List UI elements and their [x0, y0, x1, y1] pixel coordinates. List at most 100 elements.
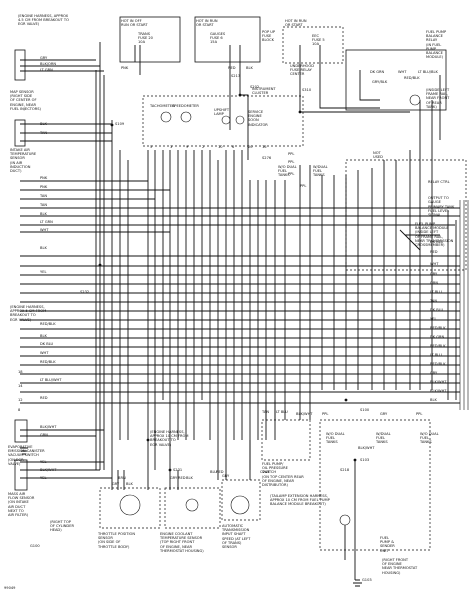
engine-harness-note3: (ENGINE HARNESS, APPROX 10 CM FROM BREAK…: [150, 430, 189, 447]
ses-indicator-label: SERVICE ENGINE SOON INDICATOR: [248, 110, 268, 127]
pin-number: 3: [170, 145, 173, 149]
bottom-wire-color: BLU: [210, 470, 217, 474]
balance-module-note: (INSIDE LEFT FRAME RAIL, NEAR FRONT OF R…: [426, 88, 450, 109]
bottom-wire-color: LT BLU: [276, 410, 288, 414]
fuel-pump-sender-label: FUEL PUMP & SENDER UNIT: [380, 536, 395, 553]
horizontal-wire-runs: [20, 59, 460, 404]
bottom-wire-color: GRY: [112, 482, 120, 486]
wo-dual-label: W/O DUAL FUEL TANKS: [326, 432, 345, 445]
bottom-wire-color: BLK: [126, 482, 133, 486]
evap-sensor-symbol: [14, 419, 28, 443]
s231-label: S231: [173, 468, 183, 472]
map-sensor-label: MAP SENSOR (RIGHT SIDE OF CENTER OF ENGI…: [10, 90, 41, 111]
right-wire-color: GRY: [430, 272, 438, 276]
right-wire-color: RED/BLK: [430, 326, 446, 330]
map-sensor-symbol: [14, 49, 26, 81]
pin-number: 8: [18, 408, 21, 412]
left-wire-color: WHT: [40, 228, 49, 232]
pin-number: 9: [186, 145, 189, 149]
speedometer-label: SPEEDOMETER: [172, 104, 199, 108]
top-wire-color: GRY/BLK: [372, 80, 388, 84]
left-wire-color: BLK: [40, 122, 47, 126]
fuel-pump-pressure-label: FUEL PUMP/ OIL PRESSURE SWITCH (ON TOP C…: [262, 462, 304, 488]
ect-box: [164, 487, 221, 529]
left-wire-color: TAN: [40, 203, 48, 207]
engine-harness-note: (ENGINE HARNESS, APPROX 4.5 CM FROM BREA…: [18, 14, 69, 27]
not-used-label: NOT USED: [373, 151, 383, 160]
bottom-wire-color: GRY: [222, 474, 230, 478]
left-wire-color: PNK: [40, 176, 48, 180]
left-wire-color: GRY: [40, 56, 48, 60]
bottom-wire-color: BLK/WHT: [358, 446, 375, 450]
pin-number: 12: [18, 398, 23, 402]
udfrc-label: UNDERHOOD FUSE-RELAY CENTER: [290, 64, 314, 77]
bottom-wire-color: PPL: [322, 412, 329, 416]
bottom-wire-color: GRY: [380, 412, 388, 416]
left-wire-color: YEL: [40, 270, 47, 274]
right-connector-bank: [459, 200, 469, 410]
s213-label: S213: [231, 74, 241, 78]
fuse-20-label: TRANS FUSE 20 10A: [138, 32, 153, 45]
evap-sensor-label: EVAPORATIVE EMISSION CANISTER VACUUM SWI…: [8, 445, 45, 466]
s202-label: S202: [250, 85, 260, 89]
top-wire-color: WHT: [398, 70, 407, 74]
top-wire-color: PNK: [121, 66, 129, 70]
top-wire-color: DK GRN: [370, 70, 385, 74]
left-wire-color: BLK: [40, 212, 47, 216]
top-wire-color: PPL: [288, 160, 295, 164]
left-wire-color: DK BLU: [40, 342, 54, 346]
right-wire-color: YEL: [430, 317, 437, 321]
primary-tank-label: PRIMARY TANK FUEL LEVEL SIGNAL: [428, 205, 455, 218]
left-wire-color: RED/BLK: [40, 322, 56, 326]
c243-label: C243: [260, 470, 270, 474]
right-wire-color: BLK: [430, 398, 437, 402]
left-wire-color: LT GRN: [40, 220, 53, 224]
tailamp-note: (TAILAMP EXTENSION HARNESS, APPROX 10 CM…: [270, 494, 330, 507]
tachometer-label: TACHOMETER: [150, 104, 175, 108]
iat-sensor-label: INTAKE AIR TEMPERATURE SENSOR (IN AIR IN…: [10, 148, 37, 174]
left-wire-color: WHT: [40, 351, 49, 355]
hot-run-start-2: HOT IN RUN OR START: [196, 19, 218, 28]
ect-label: ENGINE COOLANT TEMPERATURE SENSOR (TOP R…: [160, 532, 204, 553]
left-wire-color: BLK/WHT: [40, 425, 57, 429]
bottom-wire-color: GRY: [170, 476, 178, 480]
right-wire-color: RED/BLK: [430, 362, 446, 366]
vertical-wire-runs: [111, 100, 457, 470]
left-wire-color: YEL: [40, 476, 47, 480]
g100-label: G100: [30, 544, 40, 548]
left-wire-color: TAN: [40, 131, 48, 135]
fuse-6-label: GAUGES FUSE 6 15A: [210, 32, 226, 45]
fuse-block-label: POP UP FUSE BLOCK: [262, 30, 276, 43]
s232-label: S232: [80, 290, 90, 294]
bottom-wire-color: BLK/WHT: [296, 412, 313, 416]
left-wire-color: BLK/ORN: [40, 62, 57, 66]
instrument-cluster-box: [142, 95, 304, 147]
left-wire-color: BLK: [40, 246, 47, 250]
tiss-box: [221, 479, 261, 521]
bottom-wire-color: BRN: [118, 476, 126, 480]
w-dual-tanks-label: W/DUAL FUEL TANKS: [313, 165, 328, 178]
s276-label: S276: [262, 156, 272, 160]
bottom-wire-color: RED: [216, 470, 224, 474]
top-wire-color: RED/BLK: [404, 76, 420, 80]
g103-label: G103: [362, 578, 372, 582]
left-wire-color: GRN: [40, 433, 48, 437]
left-wire-color: LT BLU/WHT: [40, 378, 62, 382]
right-wire-color: RED/BLK: [430, 344, 446, 348]
figure-id: 99049: [4, 586, 16, 590]
relay-ctrl-label: RELAY CTRL: [428, 180, 450, 184]
right-wire-color: GRY: [430, 371, 438, 375]
bottom-wire-color: PPL: [416, 412, 423, 416]
upshift-lamp-label: UPSHIFT LAMP: [214, 108, 230, 117]
engine-harness-note2: (ENGINE HARNESS, APPROX 5 CM FROM BREAKO…: [10, 305, 47, 322]
s218-label: S218: [340, 468, 350, 472]
left-wire-color: TAN: [40, 194, 48, 198]
bottom-wire-color: RED: [178, 476, 186, 480]
instrument-cluster-label: INSTRUMENT CLUSTER: [252, 87, 276, 96]
splice-dots: [98, 93, 357, 472]
fuse-5-label: EEC FUSE 5 10A: [312, 34, 325, 47]
tps-box: [99, 487, 161, 529]
right-wire-color: BLK/WHT: [430, 389, 447, 393]
iat-sensor-symbol: [14, 119, 26, 147]
right-wire-color: BLK/WHT: [430, 380, 447, 384]
